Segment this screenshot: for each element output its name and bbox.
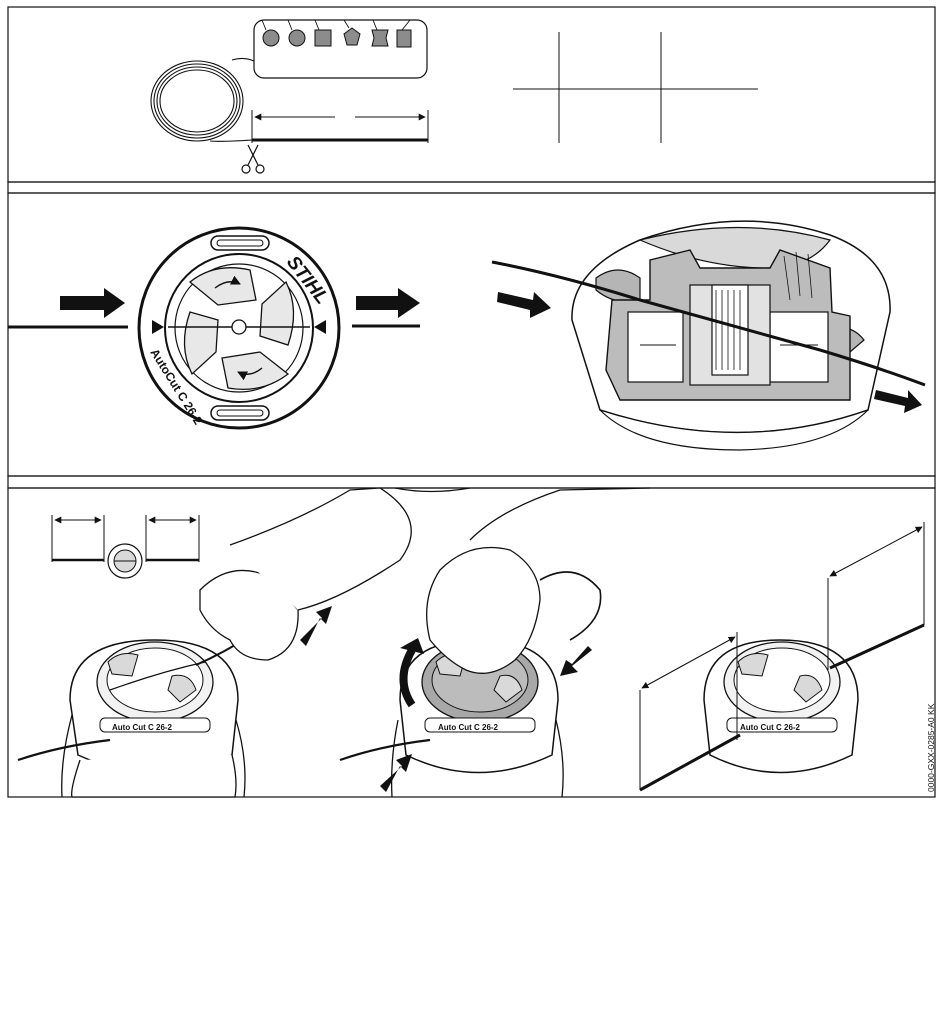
arrow-press-up	[380, 754, 412, 792]
model-label-step-c: Auto Cut C 26-2	[740, 723, 801, 732]
model-label-step-a: Auto Cut C 26-2	[112, 723, 173, 732]
scissors-icon	[242, 145, 264, 173]
feed-line-left	[8, 288, 128, 327]
step-insert-line	[18, 488, 470, 797]
model-label-step-b: Auto Cut C 26-2	[438, 723, 499, 732]
line-spool	[151, 58, 256, 141]
mini-dimension	[52, 515, 199, 578]
head-cutaway	[572, 221, 890, 450]
arrow-pull-up	[300, 606, 332, 646]
arrow-push-in	[560, 646, 592, 676]
cross-grid	[513, 32, 758, 143]
cut-length-dimension	[252, 110, 428, 143]
head-top-view	[139, 228, 339, 428]
feed-line-right	[352, 288, 420, 326]
step-finished	[640, 522, 924, 790]
figure-code: 0000-GXX-0285-A0 KK	[926, 703, 936, 792]
line-shapes-box	[254, 20, 427, 78]
